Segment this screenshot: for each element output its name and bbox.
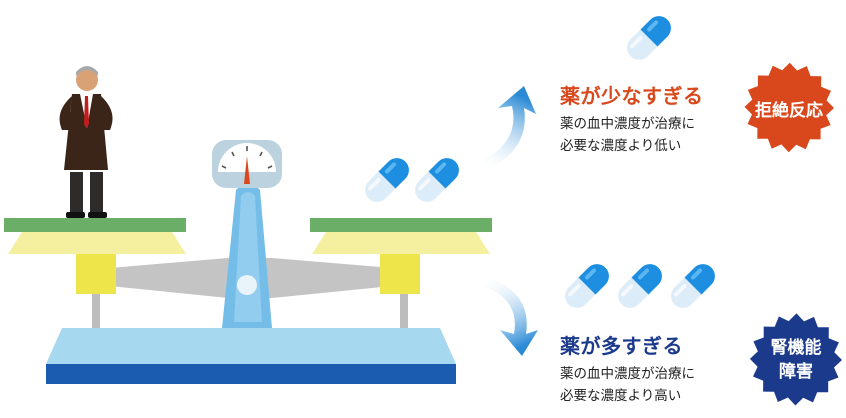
capsule-icon — [560, 259, 614, 313]
too-little-desc-line1: 薬の血中濃度が治療に — [560, 116, 695, 132]
too-much-description: 薬の血中濃度が治療に 必要な濃度より高い — [560, 363, 695, 407]
capsule-icon — [666, 259, 720, 313]
too-much-desc-line2: 必要な濃度より高い — [560, 388, 682, 404]
capsule-icon — [360, 153, 414, 207]
too-little-desc-line2: 必要な濃度より低い — [560, 138, 682, 154]
curved-arrow-up-icon — [484, 86, 536, 168]
too-little-heading: 薬が少なすぎる — [560, 84, 704, 108]
too-much-badge-line1: 腎機能 — [770, 338, 822, 358]
too-much-badge-label: 腎機能 障害 — [752, 332, 840, 388]
curved-arrow-down-icon — [484, 278, 538, 356]
too-little-description: 薬の血中濃度が治療に 必要な濃度より低い — [560, 113, 695, 157]
right-leg — [400, 294, 408, 328]
left-leg — [92, 294, 100, 328]
burst-badge-navy — [749, 313, 842, 406]
scale-pillar — [222, 184, 272, 328]
burst-badge-orange — [744, 62, 834, 153]
capsule-icon — [622, 11, 676, 65]
capsule-icon — [613, 259, 667, 313]
too-little-badge-label: 拒絶反応 — [755, 100, 823, 121]
capsule-icon — [410, 153, 464, 207]
right-pan — [310, 218, 492, 294]
dial-gauge — [212, 140, 282, 188]
too-much-desc-line1: 薬の血中濃度が治療に — [560, 366, 695, 382]
businessman-figure — [59, 66, 113, 218]
too-much-badge-line2: 障害 — [779, 362, 813, 382]
too-much-heading: 薬が多すぎる — [560, 334, 683, 358]
left-pan — [4, 218, 186, 294]
scale-base — [46, 328, 456, 384]
